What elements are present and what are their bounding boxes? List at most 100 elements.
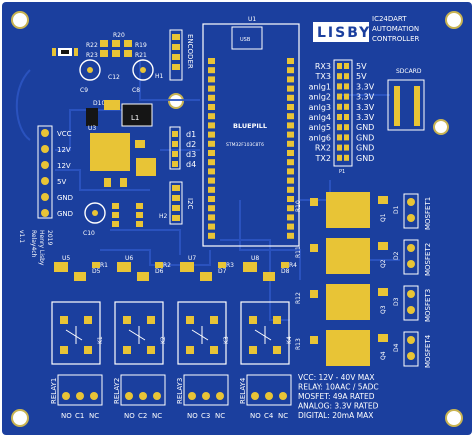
relay-pin [60, 346, 68, 354]
bluepill-pin [208, 223, 215, 230]
bluepill-pin [287, 58, 294, 64]
terminal-pad [279, 392, 287, 400]
relay-body [51, 301, 101, 365]
relay-resistor-pad [155, 262, 163, 268]
bluepill-pin [208, 67, 215, 74]
digital-pin-label: d4 [186, 160, 196, 169]
relay-pin [186, 346, 194, 354]
relay-u-label: U7 [188, 255, 196, 262]
bluepill-pin [287, 168, 294, 175]
power-pin-label: 12V [57, 162, 71, 170]
mosfet-pad [326, 330, 370, 366]
label-sdcard: SDCARD [396, 68, 422, 75]
header-pad [337, 134, 342, 141]
mounting-hole [11, 11, 29, 29]
spec-line: MOSFET: 49A RATED [298, 392, 375, 401]
regulator-u3: U3 D10 L1 [86, 100, 153, 132]
smd-caps [112, 203, 143, 227]
bluepill-pin [208, 177, 215, 184]
mosfet-terminal [403, 193, 419, 229]
relay-symbol [128, 326, 146, 344]
mosfet-gate-pad [310, 290, 318, 298]
mosfet-gate-pad [310, 198, 318, 206]
relay-name-label: RELAY3 [176, 378, 184, 404]
relay-terminal-label: NO [124, 412, 135, 420]
terminal-pad [216, 392, 224, 400]
label-r23: R23 [86, 52, 98, 59]
label-u1: U1 [248, 16, 256, 23]
digital-pad [172, 141, 178, 147]
header-pad [344, 103, 349, 110]
bluepill-outline [202, 23, 300, 247]
header-pad [344, 144, 349, 151]
header-pin-label: anlg1 [309, 82, 331, 91]
header-pad [344, 83, 349, 90]
bluepill-pin [287, 159, 294, 166]
mosfet-diode-pad [378, 288, 388, 296]
relay-symbol [65, 326, 83, 344]
title-line1: IC24DART [372, 15, 407, 23]
label-u3: U3 [88, 125, 96, 132]
header-pad [344, 73, 349, 80]
header-right-label: 3.3V [356, 113, 375, 122]
relay-terminal-label: C3 [201, 412, 210, 420]
relay-pin [60, 316, 68, 324]
mosfet-diode-pad [378, 334, 388, 342]
mosfet-q-label: Q2 [380, 259, 387, 268]
relay-terminal-label: C4 [264, 412, 274, 420]
header-pad [337, 103, 342, 110]
bluepill-pin [287, 76, 294, 83]
relay-terminal-label: C2 [138, 412, 147, 420]
bluepill-pin [208, 205, 215, 212]
relay-driver-pad [54, 262, 68, 272]
bluepill-pin [287, 223, 294, 230]
relay-r-label: R2 [163, 262, 171, 269]
bluepill-pin [208, 186, 215, 193]
header-right-label: GND [356, 154, 374, 163]
bluepill-pin [287, 186, 294, 193]
mounting-hole [445, 409, 463, 427]
header-right-label: 5V [356, 72, 367, 81]
i2c-header: I2C H2 [159, 181, 194, 225]
mosfet-gate-pad [310, 336, 318, 344]
relay-d-label: D5 [92, 268, 101, 275]
relay-pin [147, 316, 155, 324]
relay-pin [273, 346, 281, 354]
relay-pin [186, 316, 194, 324]
terminal-pad [265, 392, 273, 400]
digital-pad [172, 151, 178, 157]
relay-resistor-pad [92, 262, 100, 268]
header-right-label: 3.3V [356, 82, 375, 91]
power-pad [41, 145, 49, 153]
regulator-pad-large [90, 133, 156, 187]
label-d10: D10 [93, 100, 105, 107]
relay-terminal-block [246, 374, 292, 406]
label-c12: C12 [108, 74, 120, 81]
header-pin-label: anlg2 [309, 93, 331, 102]
relay-r-label: R3 [226, 262, 234, 269]
mosfet-pad [326, 192, 370, 228]
relay-d-label: D8 [281, 268, 290, 275]
spec-line: ANALOG: 3.3V RATED [298, 402, 379, 411]
capacitor-c9: C9 [79, 59, 101, 94]
relay-body [177, 301, 227, 365]
bluepill-pin [208, 214, 215, 221]
header-pad [344, 93, 349, 100]
label-c10: C10 [83, 230, 95, 237]
header-pad [337, 124, 342, 131]
relay-k-label: K4 [286, 336, 293, 344]
bluepill-pin [208, 140, 215, 147]
side-version: v1.1 [18, 230, 25, 243]
mosfet-d-label: D4 [393, 343, 400, 352]
mosfet-gate-pad [310, 244, 318, 252]
relay-diode-pad [137, 272, 149, 281]
bluepill-pin [208, 196, 215, 202]
